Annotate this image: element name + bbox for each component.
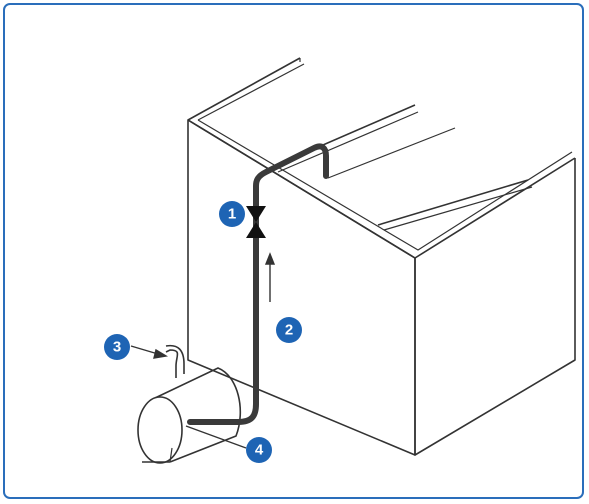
pipe-line xyxy=(187,143,329,425)
pump-end-cap xyxy=(137,396,183,464)
tank xyxy=(187,57,576,456)
valve-icon xyxy=(246,206,266,238)
tank-rail-2 xyxy=(327,127,456,179)
pump-unit xyxy=(137,344,242,464)
callout-badge-2: 2 xyxy=(276,317,302,343)
tank-rail-3 xyxy=(377,179,529,226)
tank-rail-1-inner xyxy=(277,111,419,173)
pipe xyxy=(187,143,329,425)
pump-inlet-nozzle-outer xyxy=(165,344,185,374)
callout-4-label: 4 xyxy=(255,442,264,459)
tank-right-face xyxy=(414,158,576,456)
callout-badge-1: 1 xyxy=(219,201,245,227)
callout-3-leader xyxy=(130,345,168,359)
callout-badge-4: 4 xyxy=(246,437,272,463)
tank-left-back-edge-inner xyxy=(197,63,305,121)
pump-inlet-nozzle xyxy=(165,349,179,378)
callout-4-leader xyxy=(185,425,247,449)
callout-badge-3: 3 xyxy=(104,334,130,360)
tank-front-face xyxy=(187,119,416,456)
pump-body xyxy=(154,367,242,463)
tank-rail-3-inner xyxy=(383,186,533,231)
tank-top-rim-inner xyxy=(197,119,573,251)
tank-left-back-edge xyxy=(187,57,301,121)
diagram-frame xyxy=(3,3,584,499)
tank-top-rim xyxy=(187,119,576,259)
callout-1-label: 1 xyxy=(228,206,236,223)
callout-2-label: 2 xyxy=(285,322,293,339)
callout-3-label: 3 xyxy=(113,339,121,356)
flow-arrow-icon xyxy=(264,252,276,302)
